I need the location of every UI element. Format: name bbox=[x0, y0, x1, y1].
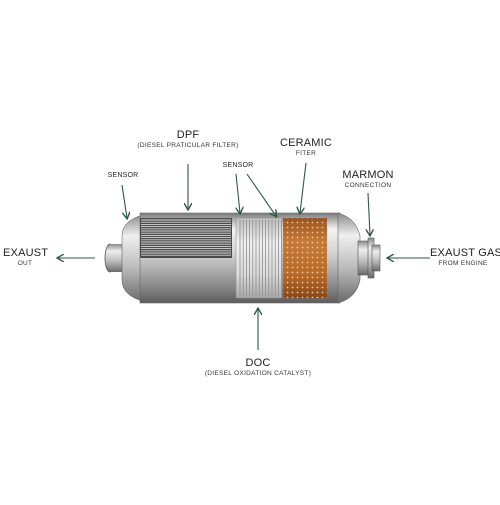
sensor-mid-title: SENSOR bbox=[222, 162, 254, 169]
sensor-mid-label: SENSOR bbox=[218, 162, 258, 169]
marmon-title: MARMON bbox=[342, 169, 394, 181]
inlet-flange bbox=[357, 237, 381, 279]
exhaust-out-label: EXAUST OUT bbox=[3, 247, 49, 267]
sensor-mid-arrow-a bbox=[236, 173, 240, 213]
arrows bbox=[58, 162, 430, 350]
ceramic-title: CERAMIC bbox=[279, 137, 333, 149]
exhaust-in-subtitle: FROM ENGINE bbox=[438, 259, 488, 267]
doc-label: DOC (DIESEL OXIDATION CATALYST) bbox=[198, 357, 318, 377]
sensor-left-title: SENSOR bbox=[107, 172, 139, 179]
outlet-pipe bbox=[104, 243, 122, 273]
dpf-filter-section bbox=[140, 218, 232, 258]
exhaust-in-title: EXAUST GAS bbox=[430, 247, 500, 259]
marmon-subtitle: CONNECTION bbox=[344, 181, 392, 189]
exhaust-in-label: EXAUST GAS FROM ENGINE bbox=[430, 247, 500, 267]
marmon-label: MARMON CONNECTION bbox=[338, 169, 398, 189]
sensor-left-arrow bbox=[121, 184, 127, 218]
doc-title: DOC bbox=[245, 357, 271, 369]
dpf-sub-label: (DIESEL PRATICULAR FILTER) bbox=[128, 142, 248, 150]
marmon-arrow bbox=[368, 192, 370, 235]
doc-subtitle: (DIESEL OXIDATION CATALYST) bbox=[204, 369, 312, 377]
sensor-mid-arrow-b bbox=[246, 173, 276, 216]
ceramic-filter-section bbox=[283, 218, 327, 298]
ceramic-arrow bbox=[300, 162, 307, 213]
sensor-left-label: SENSOR bbox=[103, 172, 143, 179]
doc-section bbox=[235, 217, 283, 299]
exhaust-out-title: EXAUST bbox=[3, 247, 49, 259]
dpf-label: DPF bbox=[163, 129, 213, 142]
ceramic-subtitle: FITER bbox=[295, 149, 317, 157]
ceramic-label: CERAMIC FITER bbox=[278, 137, 334, 157]
right-end-cone bbox=[337, 212, 361, 304]
exhaust-out-subtitle: OUT bbox=[17, 259, 33, 267]
dpf-subtitle: (DIESEL PRATICULAR FILTER) bbox=[137, 142, 239, 149]
dpf-title: DPF bbox=[176, 129, 200, 141]
